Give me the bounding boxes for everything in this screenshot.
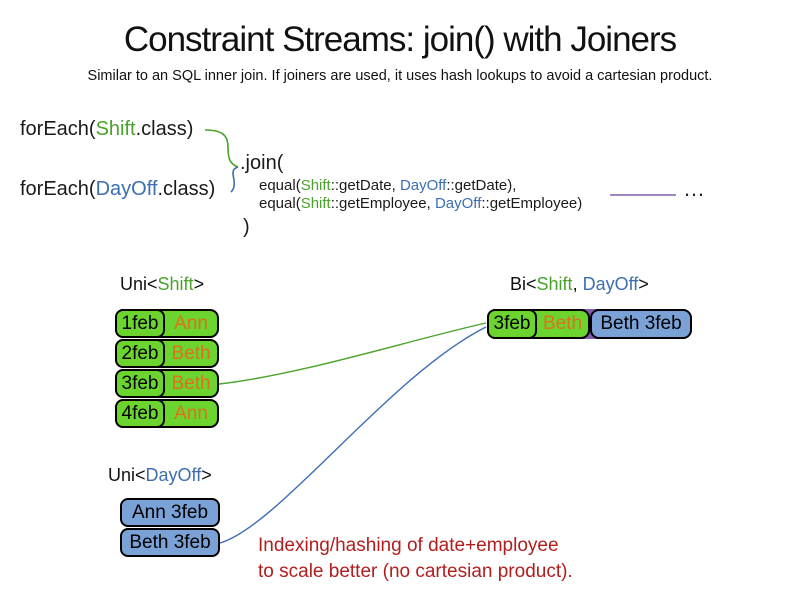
bi-label: Bi<Shift, DayOff> xyxy=(510,274,649,295)
bi-shift-employee-cell: Beth xyxy=(542,313,583,334)
join-open-line: .join( xyxy=(240,152,284,174)
uni-shift-table: 1feb Ann 2feb Beth 3feb Beth 4feb Ann xyxy=(115,309,219,429)
foreach-token: forEach( xyxy=(20,118,96,140)
getemployee-suffix-token: ::getEmployee) xyxy=(481,195,583,212)
equal-token: equal( xyxy=(259,195,301,212)
shift-date-cell: 3feb xyxy=(115,369,165,398)
bi-shift-cell: 3feb Beth xyxy=(487,309,590,339)
dayoff-token: DayOff xyxy=(434,195,482,212)
dayoff-class-token: DayOff xyxy=(95,178,158,200)
bi-label-comma: , xyxy=(572,274,583,294)
bi-label-suffix: > xyxy=(638,274,649,294)
getemployee-token: ::getEmployee, xyxy=(330,195,435,212)
uni-label-shift: Shift xyxy=(157,274,194,294)
bi-label-shift: Shift xyxy=(536,274,573,294)
shift-class-token: Shift xyxy=(95,118,136,140)
shift-to-bi-connector xyxy=(218,322,487,385)
equal-employee-line: equal(Shift::getEmployee, DayOff::getEmp… xyxy=(259,195,582,212)
getdate-suffix-token: ::getDate), xyxy=(446,177,517,194)
bi-label-prefix: Bi< xyxy=(510,274,537,294)
uni-label-suffix: > xyxy=(193,274,205,294)
shift-row-4feb: 4feb Ann xyxy=(115,399,219,428)
foreach-dayoff-line: forEach(DayOff.class) xyxy=(20,178,215,201)
dayoff-token: DayOff xyxy=(399,177,447,194)
join-brace-top xyxy=(204,129,239,168)
shift-token: Shift xyxy=(300,177,331,194)
shift-date-cell: 4feb xyxy=(115,399,165,428)
bi-shift-date-cell: 3feb xyxy=(487,309,537,339)
dayoff-row-beth: Beth 3feb xyxy=(120,528,220,557)
equal-token: equal( xyxy=(259,177,301,194)
uni-dayoff-label: Uni<DayOff> xyxy=(108,465,212,486)
shift-date-cell: 1feb xyxy=(115,309,165,338)
shift-row-3feb: 3feb Beth xyxy=(115,369,219,398)
shift-employee-cell: Beth xyxy=(171,342,211,364)
uni-label-prefix: Uni< xyxy=(108,465,146,485)
shift-employee-cell: Beth xyxy=(171,372,211,394)
indexing-note-line2: to scale better (no cartesian product). xyxy=(258,561,573,582)
shift-row-1feb: 1feb Ann xyxy=(115,309,219,338)
bi-result-row: 3feb Beth Beth 3feb xyxy=(487,309,692,339)
bi-dayoff-cell: Beth 3feb xyxy=(590,309,692,339)
indexing-note: Indexing/hashing of date+employee to sca… xyxy=(258,533,573,585)
page-title: Constraint Streams: join() with Joiners xyxy=(123,20,677,59)
class-suffix-token: .class) xyxy=(157,178,216,200)
shift-date-cell: 2feb xyxy=(115,339,165,368)
bi-label-dayoff: DayOff xyxy=(582,274,639,294)
shift-token: Shift xyxy=(300,195,331,212)
foreach-shift-line: forEach(Shift.class) xyxy=(20,118,193,141)
shift-employee-cell: Ann xyxy=(174,402,208,424)
more-joiners-ellipsis: … xyxy=(683,176,706,201)
getdate-token: ::getDate, xyxy=(330,177,400,194)
shift-employee-cell: Ann xyxy=(174,312,208,334)
join-close-line: ) xyxy=(243,216,250,238)
equal-date-line: equal(Shift::getDate, DayOff::getDate), xyxy=(259,177,516,194)
dayoff-row-ann: Ann 3feb xyxy=(120,498,220,527)
class-suffix-token: .class) xyxy=(135,118,194,140)
uni-shift-label: Uni<Shift> xyxy=(120,274,204,295)
subtitle: Similar to an SQL inner join. If joiners… xyxy=(87,68,713,84)
uni-label-suffix: > xyxy=(201,465,212,485)
uni-label-prefix: Uni< xyxy=(120,274,158,294)
dayoff-to-bi-connector xyxy=(219,326,487,544)
indexing-note-line1: Indexing/hashing of date+employee xyxy=(258,535,559,556)
uni-dayoff-table: Ann 3feb Beth 3feb xyxy=(120,498,220,558)
uni-label-dayoff: DayOff xyxy=(145,465,202,485)
join-brace-bottom xyxy=(230,166,239,193)
shift-row-2feb: 2feb Beth xyxy=(115,339,219,368)
foreach-token: forEach( xyxy=(20,178,96,200)
